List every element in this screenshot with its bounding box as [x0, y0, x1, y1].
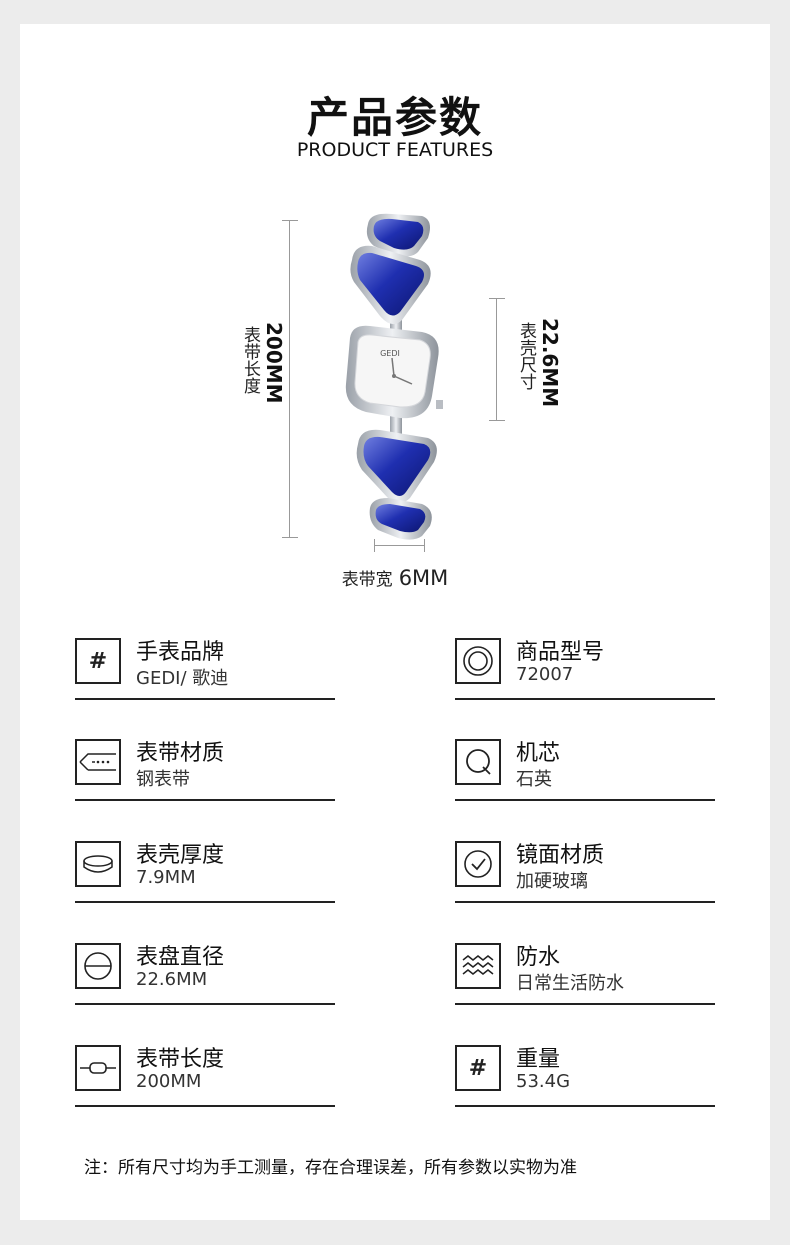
diameter-icon — [75, 943, 121, 989]
hash-icon: # — [455, 1045, 501, 1091]
spec-value: 53.4G — [516, 1071, 571, 1092]
water-icon — [455, 943, 501, 989]
spec-water-resistance: 防水 日常生活防水 — [455, 939, 715, 1005]
case-size-line — [496, 298, 497, 420]
crown-icon — [436, 400, 443, 409]
spec-dial-diameter: 表盘直径 22.6MM — [75, 939, 335, 1005]
watch-dial — [354, 334, 431, 408]
spec-value: 7.9MM — [136, 867, 196, 888]
spec-label: 机芯 — [516, 741, 561, 766]
spec-label: 表带长度 — [136, 1047, 225, 1072]
case-size-label: 表壳尺寸 — [516, 322, 536, 390]
spec-strap-length: 表带长度 200MM — [75, 1041, 335, 1107]
spec-label: 镜面材质 — [516, 843, 605, 868]
strap-width-value: 6MM — [398, 566, 449, 590]
spec-value: 200MM — [136, 1071, 202, 1092]
spec-weight: # 重量 53.4G — [455, 1041, 715, 1107]
spec-value: 石英 — [516, 769, 552, 790]
case-size-value: 22.6MM — [538, 318, 562, 408]
disclaimer-note: 注：所有尺寸均为手工测量，存在合理误差，所有参数以实物为准 — [84, 1158, 577, 1178]
spec-label: 商品型号 — [516, 640, 605, 665]
spec-value: 加硬玻璃 — [516, 871, 588, 892]
strap-length-label: 表带长度 — [240, 326, 260, 394]
page-title: 产品参数 — [306, 93, 483, 142]
spec-label: 表盘直径 — [136, 945, 225, 970]
spec-strap-material: 表带材质 钢表带 — [75, 735, 335, 801]
strap-icon — [75, 739, 121, 785]
watch-image: GEDI — [345, 213, 443, 540]
spec-label: 重量 — [516, 1047, 561, 1072]
spec-value: 22.6MM — [136, 969, 208, 990]
spec-label: 表壳厚度 — [136, 843, 225, 868]
spec-label: 防水 — [516, 945, 561, 970]
hand-pivot — [392, 374, 396, 378]
gem-icon — [373, 218, 424, 250]
spec-glass: 镜面材质 加硬玻璃 — [455, 837, 715, 903]
spec-case-thickness: 表壳厚度 7.9MM — [75, 837, 335, 903]
spec-brand: # 手表品牌 GEDI/ 歌迪 — [75, 634, 335, 700]
strap-length-line — [289, 220, 290, 538]
gem-icon — [375, 504, 426, 533]
spec-value: 72007 — [516, 664, 574, 685]
spec-value: 钢表带 — [136, 769, 190, 790]
glass-icon — [455, 841, 501, 887]
spec-value: 日常生活防水 — [516, 973, 624, 994]
spec-label: 手表品牌 — [136, 640, 225, 665]
spec-model: 商品型号 72007 — [455, 634, 715, 700]
spec-value: GEDI/ 歌迪 — [136, 668, 229, 689]
hash-icon: # — [75, 638, 121, 684]
spec-label: 表带材质 — [136, 741, 225, 766]
page-subtitle: PRODUCT FEATURES — [296, 139, 494, 161]
hour-hand — [391, 357, 395, 377]
quartz-icon — [455, 739, 501, 785]
band-link — [390, 414, 402, 436]
gem-icon — [363, 436, 431, 496]
strap-length-value: 200MM — [262, 322, 286, 404]
spec-movement: 机芯 石英 — [455, 735, 715, 801]
strap-width-label: 表带宽 — [341, 570, 393, 590]
strap-width-line — [374, 545, 425, 546]
thickness-icon — [75, 841, 121, 887]
strap-length-icon — [75, 1045, 121, 1091]
minute-hand — [393, 375, 413, 385]
dial-brand: GEDI — [380, 349, 400, 358]
model-icon — [455, 638, 501, 684]
gem-icon — [357, 252, 424, 316]
